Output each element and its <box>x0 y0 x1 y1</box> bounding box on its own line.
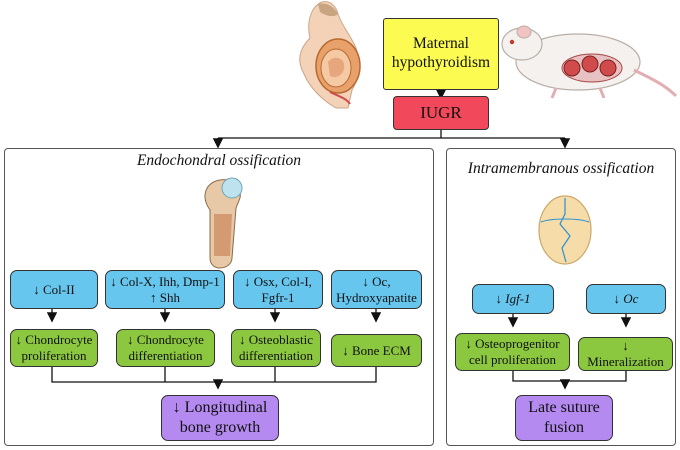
down-arrow-icon: ↓ <box>15 332 23 348</box>
down-arrow-icon: ↓ <box>465 336 472 352</box>
marker-label: Col-X, Ihh, Dmp-1 <box>120 273 220 289</box>
effect-label-line2: differentiation <box>128 348 203 363</box>
down-arrow-icon: ↓ <box>613 291 621 307</box>
marker-label: Osx, Col-I, <box>253 273 312 289</box>
endochondral-panel <box>4 148 434 446</box>
effect-label-line2: differentiation <box>238 348 314 363</box>
down-arrow-icon: ↓ <box>33 281 40 297</box>
outcome-late-suture-fusion: Late suture fusion <box>515 395 613 441</box>
femur-bone-icon <box>204 177 243 269</box>
skull-icon <box>538 195 592 265</box>
marker-oc: ↓ Oc,Hydroxyapatite <box>331 270 422 309</box>
outcome-label: ↓ Longitudinal <box>172 399 268 416</box>
pregnant-woman-icon <box>299 1 361 109</box>
marker-label-line2: Fgfr-1 <box>261 289 295 305</box>
outcome-label-line2: fusion <box>544 419 584 436</box>
marker-oc-right: ↓ Oc <box>586 284 666 314</box>
effect-label: Mineralization <box>587 354 664 369</box>
effect-label: Osteoblastic <box>248 332 313 348</box>
effect-label: Chondrocyte <box>136 332 204 348</box>
down-arrow-icon: ↓ <box>110 273 117 289</box>
effect-label: Osteoprogenitor <box>475 336 560 352</box>
marker-label: Oc <box>623 291 639 307</box>
marker-label: Igf-1 <box>505 291 531 307</box>
effect-label-line2: cell proliferation <box>468 352 556 367</box>
intramembranous-panel <box>446 148 676 446</box>
endochondral-title: Endochondral ossification <box>136 152 302 169</box>
effect-label: Chondrocyte <box>25 332 93 348</box>
effect-label-line2: proliferation <box>21 348 87 363</box>
effect-bone-ecm: ↓ Bone ECM <box>331 334 422 367</box>
outcome-longitudinal-bone-growth: ↓ Longitudinal bone growth <box>161 395 279 441</box>
maternal-hypothyroidism-label: Maternal hypothyroidism <box>391 35 491 71</box>
down-arrow-icon: ↓ <box>342 342 349 358</box>
marker-igf-1: ↓ Igf-1 <box>472 284 554 314</box>
iugr-box: IUGR <box>393 96 489 130</box>
intramembranous-title: Intramembranous ossification <box>467 160 655 177</box>
maternal-hypothyroidism-box: Maternal hypothyroidism <box>383 18 499 90</box>
outcome-label-line2: bone growth <box>179 419 261 436</box>
marker-osx: ↓ Osx, Col-I,Fgfr-1 <box>233 270 323 309</box>
iugr-label: IUGR <box>420 102 462 122</box>
effect-mineralization: ↓ Mineralization <box>578 337 673 371</box>
down-arrow-icon: ↓ <box>362 273 369 289</box>
down-arrow-icon: ↓ <box>622 338 629 354</box>
pregnant-rat-icon <box>501 25 678 99</box>
down-arrow-icon: ↓ <box>495 291 502 307</box>
outcome-label: Late suture <box>528 399 600 416</box>
marker-col-x: ↓ Col-X, Ihh, Dmp-1↑ Shh <box>105 270 225 309</box>
down-arrow-icon: ↓ <box>244 273 251 289</box>
down-arrow-icon: ↓ <box>127 332 134 348</box>
marker-col-ii: ↓ Col-II <box>10 270 98 309</box>
marker-label-line2: ↑ Shh <box>150 289 180 305</box>
marker-label-line2: Hydroxyapatite <box>336 289 417 305</box>
down-arrow-icon: ↓ <box>238 332 246 348</box>
effect-label: Bone ECM <box>351 342 411 358</box>
marker-label: Oc, <box>372 273 391 289</box>
marker-label: Col-II <box>42 281 75 297</box>
